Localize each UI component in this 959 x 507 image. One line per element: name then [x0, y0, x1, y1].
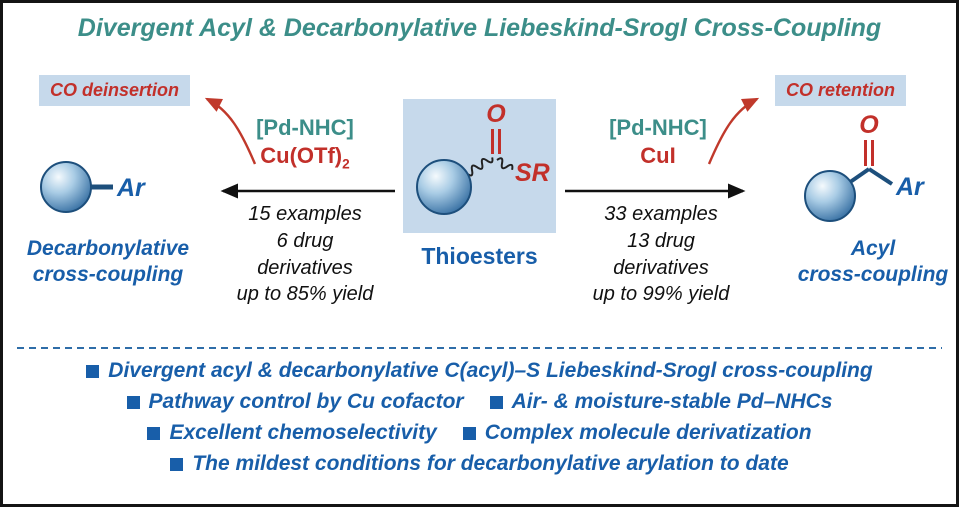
- bullet-item: Air- & moisture-stable Pd–NHCs: [489, 390, 833, 414]
- wavy-bond: [496, 157, 514, 170]
- cofactor-subscript: 2: [342, 156, 350, 172]
- left-catalyst-label: [Pd-NHC]: [256, 115, 354, 140]
- bullet-square-icon: [147, 426, 161, 440]
- bullet-line: Pathway control by Cu cofactor Air- & mo…: [126, 390, 833, 414]
- acyl-product-structure: O Ar: [804, 111, 925, 222]
- decarbonylative-product-structure: Ar: [40, 161, 146, 213]
- bullet-text: Pathway control by Cu cofactor: [148, 390, 464, 413]
- product-label-line: cross-coupling: [797, 263, 949, 287]
- bullet-item: Complex molecule derivatization: [462, 421, 812, 445]
- co-retention-badge: CO retention: [775, 75, 907, 106]
- bullet-text: Divergent acyl & decarbonylative C(acyl)…: [108, 359, 873, 382]
- product-sphere: [804, 170, 856, 222]
- bullet-line: Excellent chemoselectivity Complex molec…: [147, 421, 812, 445]
- stat-line: 13 drug: [627, 229, 695, 252]
- cofactor-formula: CuI: [640, 143, 676, 168]
- stat-line: derivatives: [613, 256, 709, 279]
- bullet-line: Divergent acyl & decarbonylative C(acyl)…: [86, 359, 873, 383]
- thioesters-label: Thioesters: [421, 243, 538, 269]
- bullet-item: Excellent chemoselectivity: [147, 421, 437, 445]
- product-label-line: Decarbonylative: [26, 237, 190, 260]
- product-label-line: Acyl: [850, 237, 896, 260]
- right-catalyst-label: [Pd-NHC]: [609, 115, 707, 140]
- left-reaction-stats: 15 examples 6 drug derivatives up to 85%…: [205, 201, 405, 308]
- carbonyl-ar-bond: [867, 167, 894, 186]
- bullet-text: The mildest conditions for decarbonylati…: [192, 452, 789, 475]
- thioester-structure: O SR: [416, 100, 550, 215]
- co-deinsertion-badge: CO deinsertion: [39, 75, 191, 106]
- bullet-text: Excellent chemoselectivity: [169, 421, 437, 444]
- stat-line: 15 examples: [248, 203, 362, 225]
- acyl-product-label: Acyl cross-coupling: [775, 236, 956, 289]
- stat-line: derivatives: [257, 256, 353, 279]
- stat-line: up to 85% yield: [236, 283, 374, 306]
- bullet-square-icon: [489, 395, 503, 409]
- bullet-line: The mildest conditions for decarbonylati…: [170, 452, 789, 476]
- carbonyl-oxygen-label: O: [486, 100, 506, 128]
- right-reaction-stats: 33 examples 13 drug derivatives up to 99…: [561, 201, 761, 308]
- bullet-item: Pathway control by Cu cofactor: [126, 390, 464, 414]
- bullet-square-icon: [462, 426, 476, 440]
- stat-line: 33 examples: [604, 203, 718, 225]
- page-title: Divergent Acyl & Decarbonylative Liebesk…: [77, 14, 882, 42]
- thioester-sr-label: SR: [515, 159, 550, 187]
- right-cofactor-label: CuI: [566, 143, 750, 171]
- bullet-square-icon: [126, 395, 140, 409]
- stat-line: up to 99% yield: [592, 283, 730, 306]
- highlights-list: Divergent acyl & decarbonylative C(acyl)…: [3, 359, 956, 476]
- bullet-item: The mildest conditions for decarbonylati…: [170, 452, 789, 476]
- bullet-square-icon: [86, 364, 100, 378]
- bullet-text: Air- & moisture-stable Pd–NHCs: [511, 390, 833, 413]
- co-deinsertion-curved-arrow: [204, 97, 257, 165]
- bullet-text: Complex molecule derivatization: [484, 421, 812, 444]
- bullet-item: Divergent acyl & decarbonylative C(acyl)…: [86, 359, 873, 383]
- product-sphere: [40, 161, 92, 213]
- cofactor-formula: Cu(OTf): [260, 143, 343, 168]
- product-label-line: cross-coupling: [32, 263, 184, 287]
- stat-line: 6 drug: [276, 229, 334, 252]
- left-cofactor-label: Cu(OTf)2: [215, 143, 395, 171]
- substrate-sphere: [416, 159, 472, 215]
- decarbonylative-product-label: Decarbonylative cross-coupling: [5, 236, 211, 289]
- bullet-square-icon: [170, 457, 184, 471]
- reaction-scheme-canvas: O SR Ar O Ar: [40, 97, 925, 222]
- aryl-label: Ar: [895, 173, 925, 201]
- carbonyl-oxygen-label: O: [859, 111, 879, 139]
- dashed-divider: [17, 347, 942, 349]
- aryl-label: Ar: [116, 174, 146, 202]
- co-retention-curved-arrow: [707, 97, 760, 165]
